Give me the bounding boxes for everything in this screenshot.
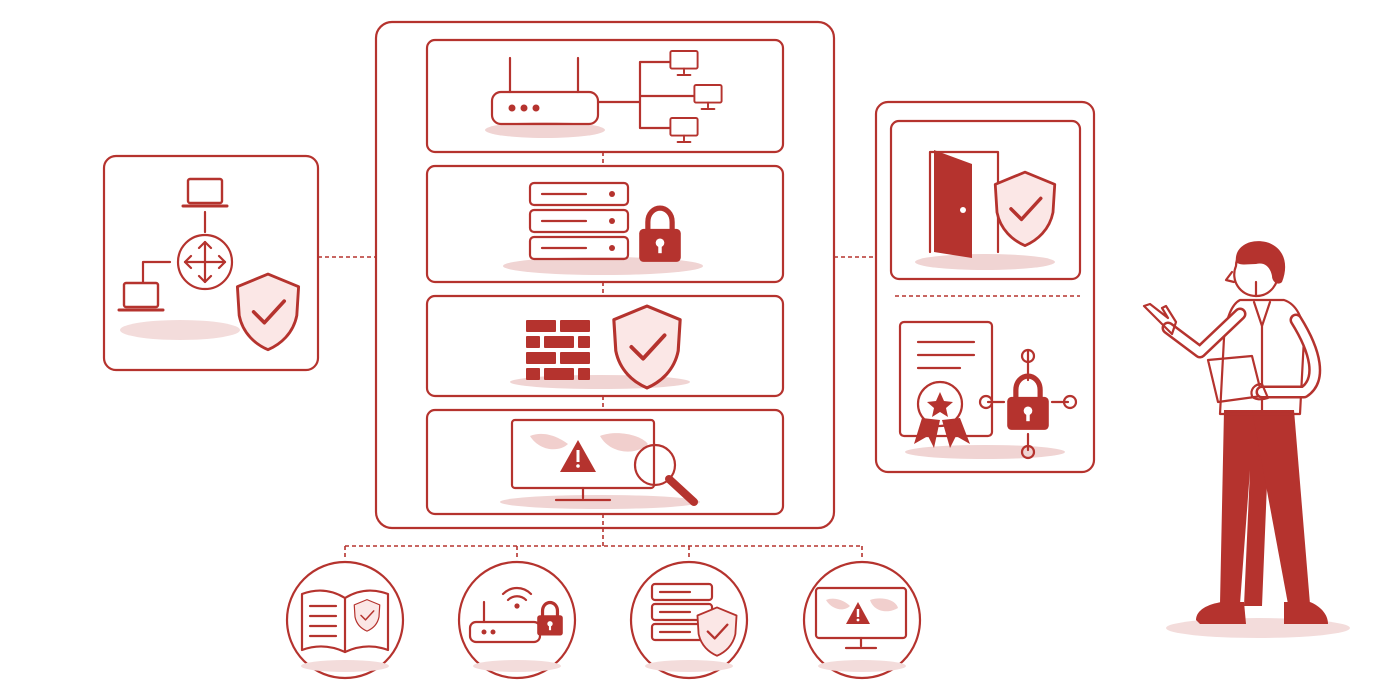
laptop-icon — [117, 281, 165, 312]
router-network-icon — [485, 50, 723, 143]
left-network-panel — [102, 154, 320, 372]
bottom-circle-monitor — [802, 560, 922, 680]
door-shield-icon — [915, 150, 1057, 270]
layer-router-network — [425, 38, 785, 154]
bottom-circle-book — [285, 560, 405, 680]
presenter-with-tablet-icon — [1142, 241, 1350, 638]
certificate-lock-icon — [898, 320, 1078, 460]
router-hub-icon — [176, 233, 234, 291]
wifi-router-lock-icon — [468, 586, 565, 644]
bottom-circle-wifi — [457, 560, 577, 680]
bottom-connector-tree — [344, 514, 863, 560]
layer-monitor-alert — [425, 408, 785, 516]
monitor-alert-search-icon — [500, 418, 700, 509]
server-shield-icon — [650, 582, 738, 657]
layer-server-lock — [425, 164, 785, 284]
layer-firewall-shield — [425, 294, 785, 398]
laptop-icon — [181, 177, 229, 208]
server-lock-icon — [503, 181, 703, 275]
bottom-circle-server — [629, 560, 749, 680]
book-shield-icon — [300, 589, 390, 654]
center-layer-stack — [374, 20, 836, 530]
shield-check-icon — [235, 272, 301, 352]
monitor-alert-icon — [814, 586, 908, 650]
firewall-shield-icon — [510, 304, 690, 390]
right-access-panel — [874, 100, 1096, 474]
